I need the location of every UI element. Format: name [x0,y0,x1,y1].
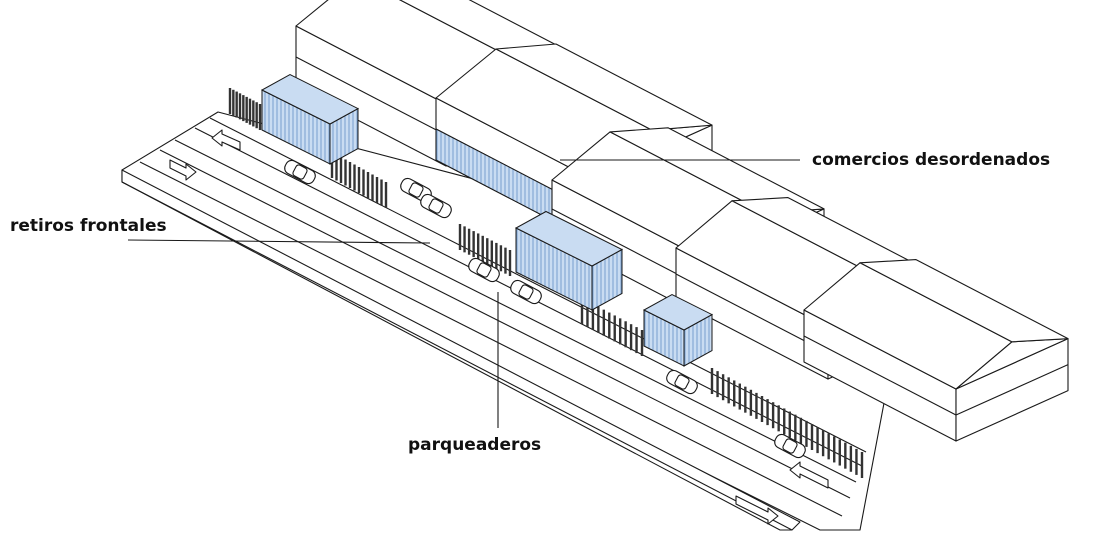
car-icon [420,193,452,219]
shop-icon [514,210,624,311]
arrow-left-icon [211,129,241,151]
label-parqueaderos: parqueaderos [408,435,542,455]
house-icon [803,259,1069,442]
car-icon [284,159,316,185]
cars [284,159,806,459]
arrow-left-icon [789,461,829,489]
shop-icon [642,294,714,367]
car-icon [468,257,500,283]
car-icon [510,279,542,305]
buildings [260,0,1069,442]
leader-lines [127,159,800,428]
car-icon [666,369,698,395]
label-comercios-desordenados: comercios desordenados [812,150,1051,170]
car-icon [774,433,806,459]
arrow-right-icon [169,159,197,181]
label-retiros-frontales: retiros frontales [10,216,167,236]
shop-icon [260,74,360,165]
fence-icon [228,88,864,478]
street-platform [121,111,906,531]
arrow-right-icon [735,495,779,525]
